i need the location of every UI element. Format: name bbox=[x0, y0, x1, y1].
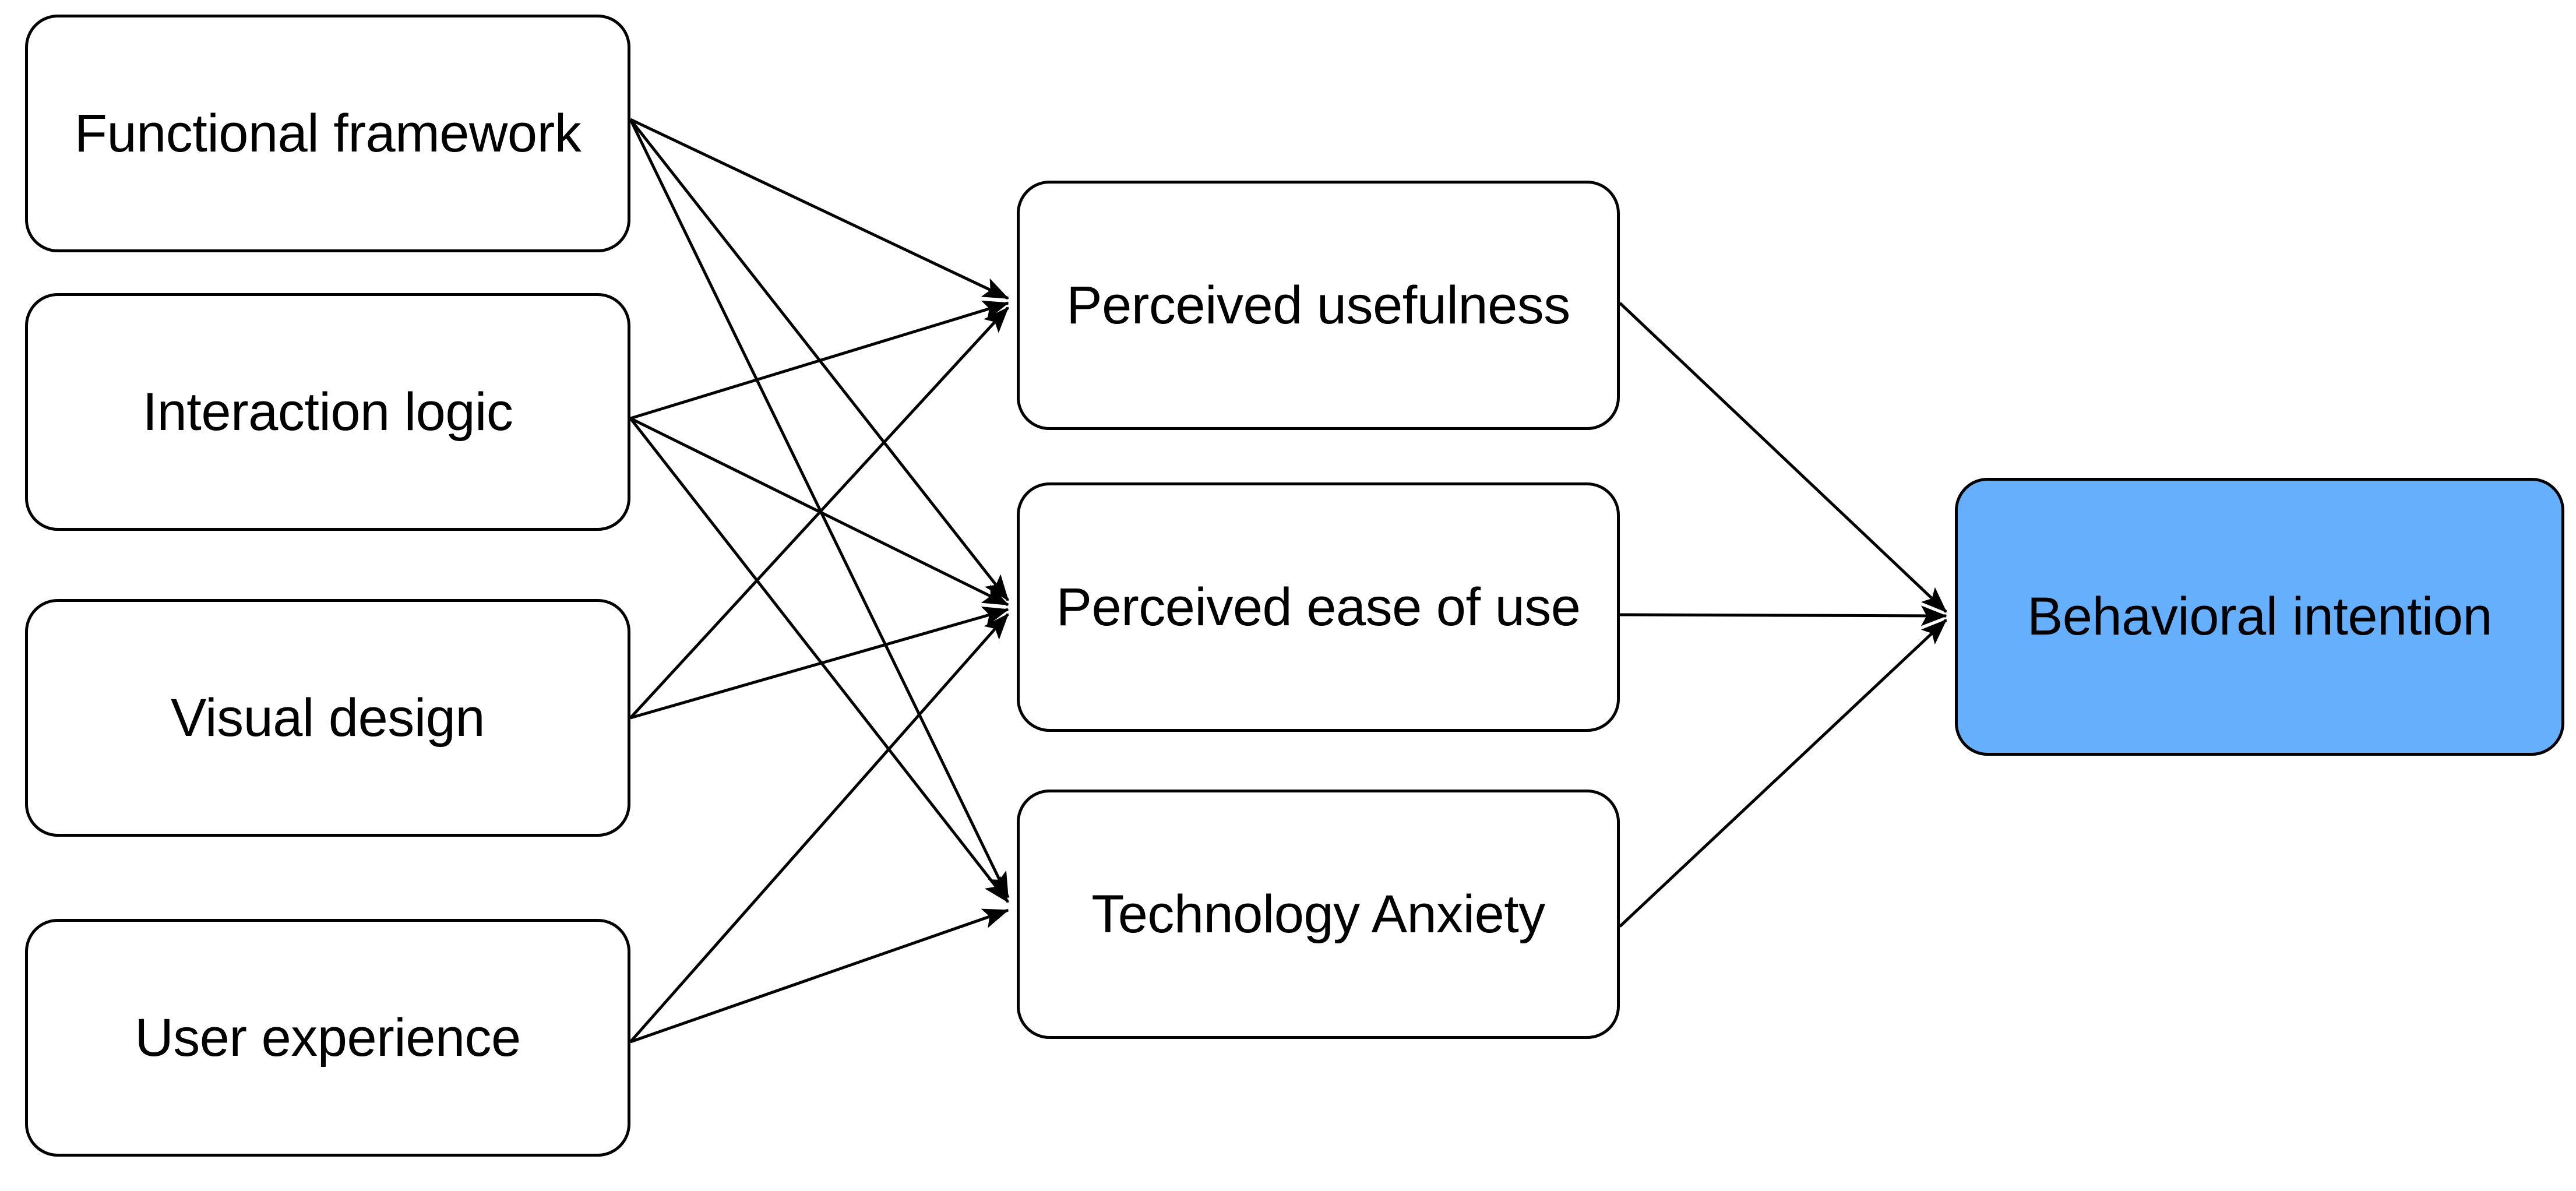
node-visual-design[interactable]: Visual design bbox=[25, 599, 630, 837]
node-technology-anxiety[interactable]: Technology Anxiety bbox=[1017, 790, 1620, 1039]
edge-il-to-pu bbox=[630, 300, 1009, 420]
node-label-functional-framework: Functional framework bbox=[74, 103, 582, 163]
edge-ff-to-ta bbox=[629, 118, 1010, 898]
node-user-experience[interactable]: User experience bbox=[25, 919, 630, 1157]
node-behavioral-intention[interactable]: Behavioral intention bbox=[1955, 478, 2564, 756]
edge-il-to-ta bbox=[629, 417, 1009, 903]
edge-ff-to-pu bbox=[629, 118, 1009, 300]
edge-ta-to-bi bbox=[1619, 619, 1947, 928]
node-label-visual-design: Visual design bbox=[170, 688, 485, 748]
node-interaction-logic[interactable]: Interaction logic bbox=[25, 293, 630, 531]
node-perceived-ease-of-use[interactable]: Perceived ease of use bbox=[1017, 482, 1620, 732]
edge-pu-to-bi bbox=[1619, 302, 1947, 613]
node-label-perceived-usefulness: Perceived usefulness bbox=[1066, 275, 1570, 335]
node-label-behavioral-intention: Behavioral intention bbox=[2027, 587, 2493, 647]
edge-peu-to-bi bbox=[1619, 605, 1947, 626]
edge-vd-to-peu bbox=[630, 607, 1009, 720]
edge-ux-to-peu bbox=[629, 613, 1009, 1043]
node-label-technology-anxiety: Technology Anxiety bbox=[1091, 884, 1545, 944]
edge-ux-to-ta bbox=[630, 908, 1009, 1044]
node-functional-framework[interactable]: Functional framework bbox=[25, 15, 630, 252]
node-label-perceived-ease-of-use: Perceived ease of use bbox=[1056, 577, 1581, 637]
node-label-user-experience: User experience bbox=[135, 1007, 521, 1067]
node-label-interaction-logic: Interaction logic bbox=[142, 382, 513, 442]
node-perceived-usefulness[interactable]: Perceived usefulness bbox=[1017, 181, 1620, 430]
edge-vd-to-pu bbox=[629, 306, 1009, 719]
